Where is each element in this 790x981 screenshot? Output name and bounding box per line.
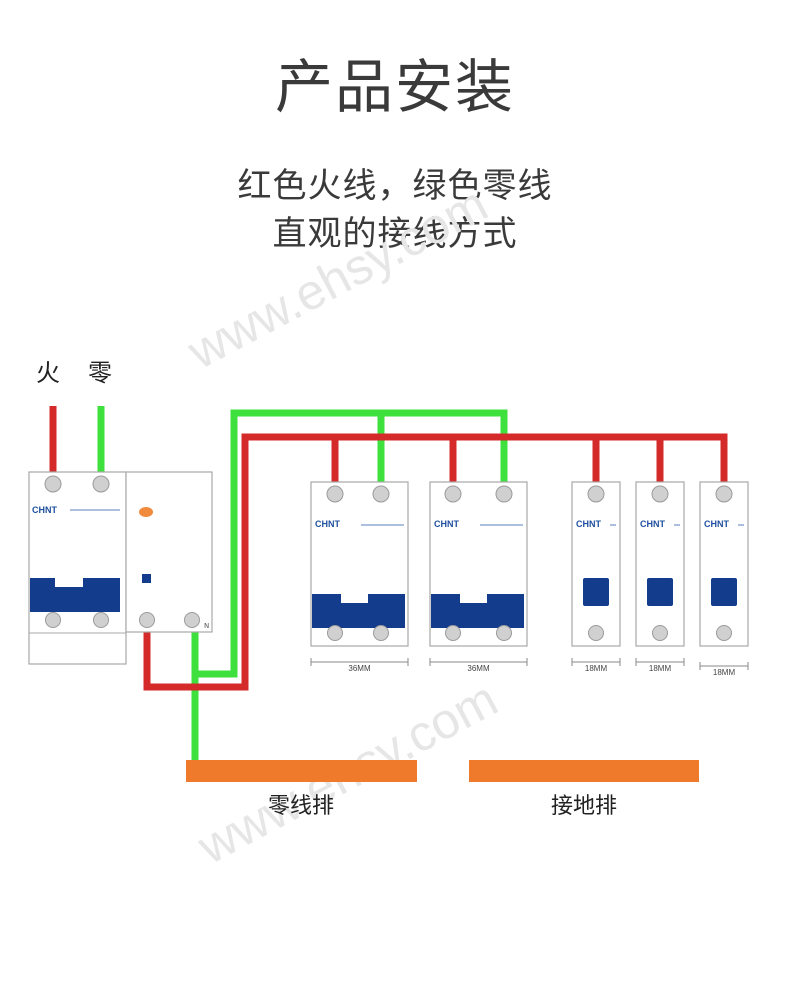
toggle-lever bbox=[312, 594, 405, 628]
branch-breaker-4: CHNT 18MM bbox=[635, 481, 685, 673]
width-label: 18MM bbox=[585, 664, 608, 673]
n-marker: N bbox=[204, 622, 209, 630]
neutral-bus-wire bbox=[191, 409, 508, 678]
branch-breaker-2: CHNT 36MM bbox=[429, 481, 528, 673]
watermark-top: www.ehsy.com bbox=[178, 175, 496, 380]
subtitle-line-2: 直观的接线方式 bbox=[272, 214, 518, 254]
subtitle-line-1: 红色火线，绿色零线 bbox=[237, 166, 553, 206]
status-indicator bbox=[142, 574, 151, 583]
neutral-bar bbox=[186, 760, 417, 782]
label-neutral: 零 bbox=[88, 359, 112, 387]
neutral-bar-label: 零线排 bbox=[268, 794, 334, 819]
width-label: 36MM bbox=[348, 664, 371, 673]
toggle-lever bbox=[647, 578, 673, 606]
rcd-module: N bbox=[125, 471, 213, 633]
branch-breaker-3: CHNT 18MM bbox=[571, 481, 621, 673]
ground-bar-label: 接地排 bbox=[551, 794, 617, 819]
toggle-lever bbox=[431, 594, 524, 628]
brand-logo: CHNT bbox=[704, 519, 729, 529]
width-label: 18MM bbox=[713, 668, 736, 677]
live-bus-wire bbox=[143, 433, 728, 691]
brand-logo: CHNT bbox=[640, 519, 665, 529]
branch-breaker-5: CHNT 18MM bbox=[699, 481, 749, 677]
ground-bar bbox=[469, 760, 699, 782]
width-label: 18MM bbox=[649, 664, 672, 673]
brand-logo: CHNT bbox=[315, 519, 340, 529]
page-title: 产品安装 bbox=[274, 53, 515, 121]
brand-logo: CHNT bbox=[576, 519, 601, 529]
brand-logo: CHNT bbox=[32, 505, 57, 515]
brand-logo: CHNT bbox=[434, 519, 459, 529]
label-live: 火 bbox=[36, 359, 60, 387]
branch-breaker-1: CHNT 36MM bbox=[310, 481, 409, 673]
toggle-lever bbox=[711, 578, 737, 606]
test-indicator bbox=[139, 507, 153, 517]
main-breaker: CHNT bbox=[28, 471, 127, 665]
width-label: 36MM bbox=[467, 664, 490, 673]
toggle-lever bbox=[583, 578, 609, 606]
